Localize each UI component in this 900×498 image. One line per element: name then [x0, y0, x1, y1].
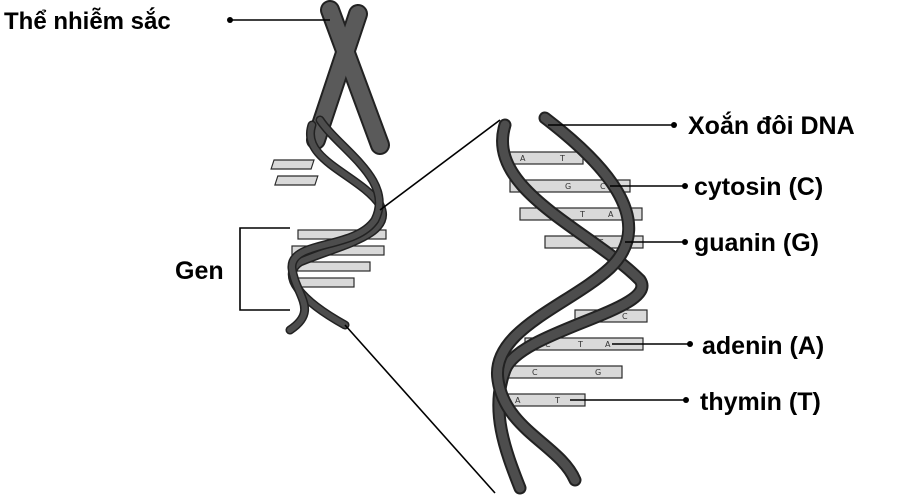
- large-helix: A T G C T A C G G C C T A C G A T: [491, 111, 649, 495]
- adenine-label: adenin (A): [702, 332, 824, 360]
- base-letter: T: [554, 396, 560, 405]
- zoom-line-bottom: [344, 324, 496, 494]
- double-helix-label: Xoắn đôi DNA: [688, 110, 855, 140]
- gene-bracket: [239, 227, 290, 311]
- base-letter: T: [559, 154, 565, 163]
- base-letter: A: [515, 396, 521, 405]
- base-letter: A: [520, 154, 526, 163]
- base-letter: G: [595, 368, 601, 377]
- base-letter: C: [622, 312, 628, 321]
- base-letter: A: [608, 210, 614, 219]
- thymine-label: thymin (T): [700, 388, 821, 416]
- base-letter: C: [532, 368, 538, 377]
- base-letter: T: [579, 210, 585, 219]
- guanine-label: guanin (G): [694, 229, 819, 257]
- chromosome-label: Thể nhiễm sắc: [4, 7, 171, 35]
- leader-lines: [227, 17, 693, 403]
- base-pair-7: [499, 365, 623, 379]
- base-letter: C: [600, 182, 606, 191]
- zoom-line-top: [379, 119, 501, 211]
- base-letter: C: [545, 340, 551, 349]
- cytosine-label: cytosin (C): [694, 173, 823, 201]
- base-pair-1: [504, 151, 584, 165]
- base-letter: A: [605, 340, 611, 349]
- base-letter: T: [577, 340, 583, 349]
- base-letter: G: [565, 182, 571, 191]
- small-helix: [270, 115, 387, 335]
- gene-label: Gen: [175, 257, 224, 285]
